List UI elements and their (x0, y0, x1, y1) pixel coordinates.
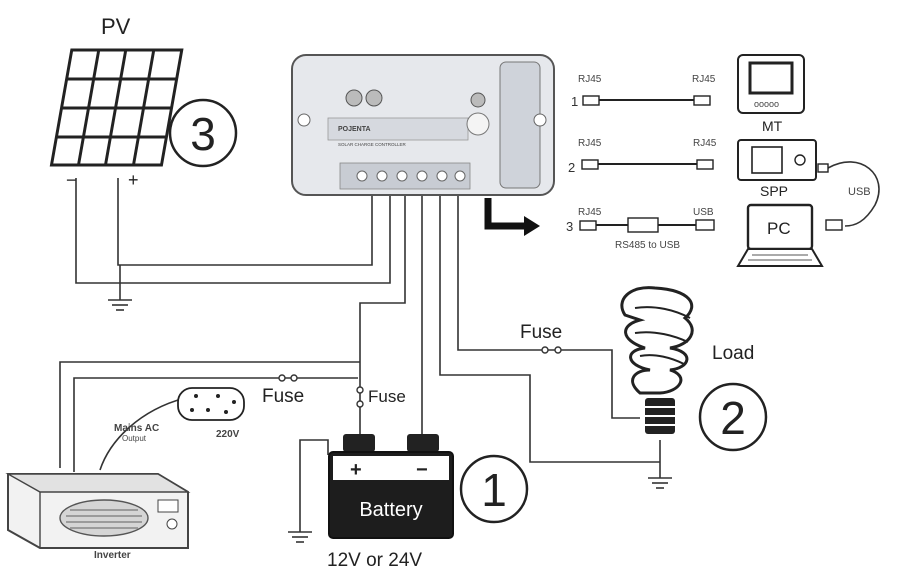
svg-text:1: 1 (481, 464, 507, 516)
number-3-badge: 3 (168, 98, 238, 168)
arrow-right-icon (484, 198, 540, 236)
mains-ac-label: Mains AC (114, 423, 159, 434)
pv-label: PV (101, 14, 131, 39)
mt-label: MT (762, 118, 783, 134)
spp-device-icon: SPP (737, 139, 829, 199)
pc-label: PC (767, 219, 791, 238)
v220-label: 220V (216, 429, 240, 440)
svg-text:2: 2 (568, 160, 575, 175)
controller-subtitle: SOLAR CHARGE CONTROLLER (338, 142, 407, 147)
mt-meter-icon: ooooo MT (737, 54, 805, 134)
ground-icon (108, 299, 132, 311)
svg-text:1: 1 (571, 94, 578, 109)
voltage-label: 12V or 24V (327, 550, 422, 571)
fuse-inverter-label: Fuse (262, 386, 304, 407)
converter-label: RS485 to USB (615, 240, 680, 251)
number-2-badge: 2 (698, 382, 768, 452)
svg-text:3: 3 (566, 219, 573, 234)
usb-label: USB (848, 186, 871, 198)
wires (59, 161, 880, 532)
fuse-load: Fuse (520, 322, 562, 354)
battery-minus: − (416, 459, 428, 481)
load-label: Load (712, 343, 754, 364)
number-1-badge: 1 (459, 454, 529, 524)
battery-icon: + − Battery (328, 434, 454, 539)
cfl-bulb-icon (620, 286, 694, 434)
svg-text:2: 2 (720, 392, 746, 444)
pv-plus-label: + (128, 170, 139, 190)
svg-text:RJ45: RJ45 (578, 207, 602, 218)
svg-text:ooooo: ooooo (754, 99, 779, 109)
ground-icon (648, 477, 672, 489)
controller-brand: POJENTA (338, 126, 371, 133)
usb-plug-icon (825, 219, 843, 231)
pv-minus-label: − (66, 170, 77, 190)
fuse-inverter: Fuse (262, 374, 304, 407)
svg-text:3: 3 (190, 108, 216, 160)
svg-text:RJ45: RJ45 (692, 74, 716, 85)
fuse-battery-label: Fuse (368, 387, 406, 406)
svg-text:RJ45: RJ45 (693, 138, 717, 149)
power-socket-icon (177, 387, 245, 421)
ground-icon (288, 531, 312, 543)
comm-line-1: 1 RJ45 RJ45 (571, 74, 716, 109)
output-label: Output (122, 434, 147, 443)
inverter-icon: Inverter (5, 473, 191, 561)
laptop-icon: PC (736, 203, 824, 267)
spp-label: SPP (760, 183, 788, 199)
svg-text:RJ45: RJ45 (578, 138, 602, 149)
fuse-battery: Fuse (356, 386, 406, 408)
battery-label: Battery (359, 499, 422, 521)
inverter-label: Inverter (94, 550, 131, 561)
battery-plus: + (350, 459, 362, 481)
comm-line-3: 3 RJ45 USB RS485 to USB (566, 207, 715, 251)
comm-line-2: 2 RJ45 RJ45 (568, 138, 717, 175)
solar-panel-icon (49, 48, 184, 167)
svg-text:RJ45: RJ45 (578, 74, 602, 85)
svg-text:USB: USB (693, 207, 714, 218)
fuse-load-label: Fuse (520, 322, 562, 343)
charge-controller: POJENTA SOLAR CHARGE CONTROLLER (291, 54, 555, 196)
